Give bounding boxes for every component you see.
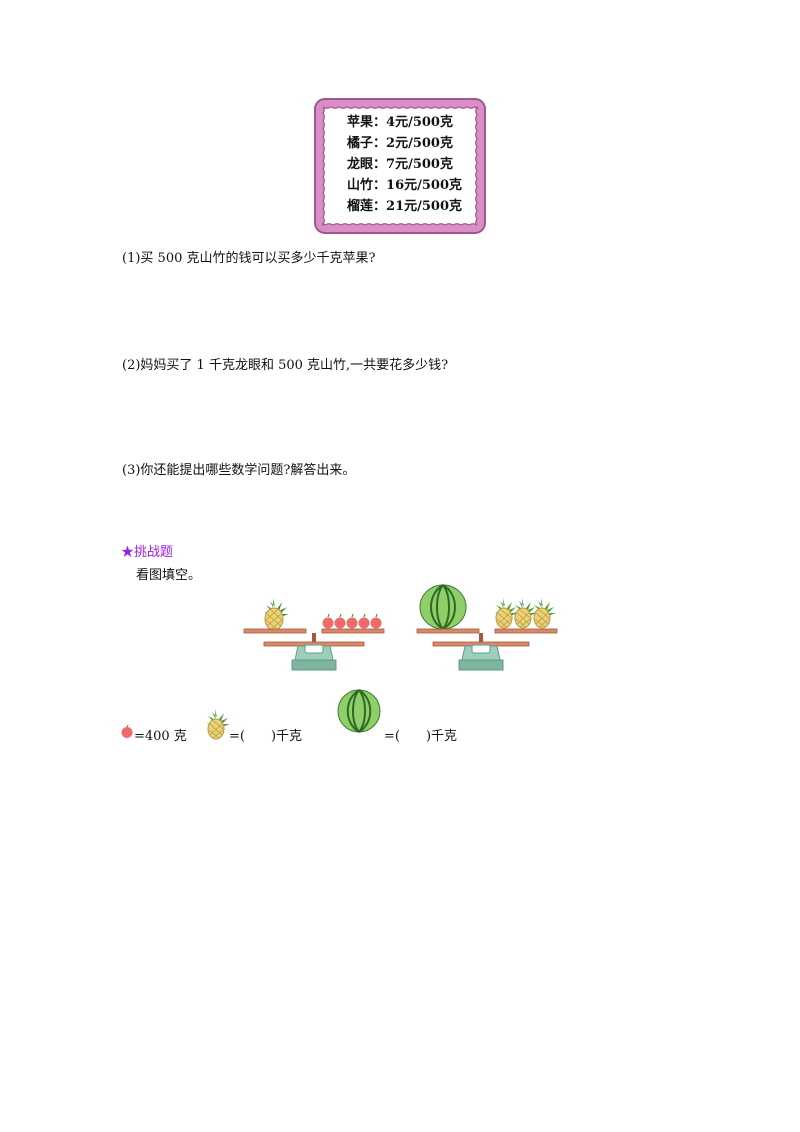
pineapple-icon [264, 598, 289, 631]
scale-1 [243, 598, 385, 671]
apple-weight-text: =400 克 [134, 729, 187, 744]
price-item: 榴莲：21元/500克 [347, 199, 463, 214]
watermelon-weight-text: =( )千克 [384, 729, 458, 744]
pineapple-weight-text: =( )千克 [229, 729, 303, 744]
watermelon-icon [419, 584, 467, 630]
price-item: 龙眼：7元/500克 [347, 157, 453, 172]
pineapple-icon [495, 598, 518, 629]
apple-icon [322, 613, 334, 629]
price-list: 苹果：4元/500克 橘子：2元/500克 龙眼：7元/500克 山竹：16元/… [347, 112, 462, 217]
price-item: 苹果：4元/500克 [347, 115, 453, 130]
question-1: (1)买 500 克山竹的钱可以买多少千克苹果? [122, 251, 376, 266]
price-item: 橘子：2元/500克 [347, 136, 453, 151]
scale-icon [432, 633, 530, 671]
question-2: (2)妈妈买了 1 千克龙眼和 500 克山竹,一共要花多少钱? [122, 358, 449, 373]
challenge-heading: ★挑战题 [121, 545, 174, 560]
price-item: 山竹：16元/500克 [347, 178, 463, 193]
apple-icon [346, 613, 358, 629]
apple-icon [370, 613, 382, 629]
pineapple-icon [207, 709, 229, 740]
apple-icon [334, 613, 346, 629]
apple-icon [358, 613, 370, 629]
price-card-frame [314, 98, 486, 234]
watermelon-icon [337, 689, 381, 733]
pineapple-icon [533, 598, 556, 629]
pineapple-icon [514, 598, 537, 629]
apple-icon [121, 725, 133, 738]
price-card: 苹果：4元/500克 橘子：2元/500克 龙眼：7元/500克 山竹：16元/… [314, 98, 486, 234]
scale-icon [263, 633, 365, 671]
question-3: (3)你还能提出哪些数学问题?解答出来。 [122, 463, 356, 478]
challenge-instruction: 看图填空。 [136, 568, 202, 583]
scale-2 [416, 584, 558, 671]
